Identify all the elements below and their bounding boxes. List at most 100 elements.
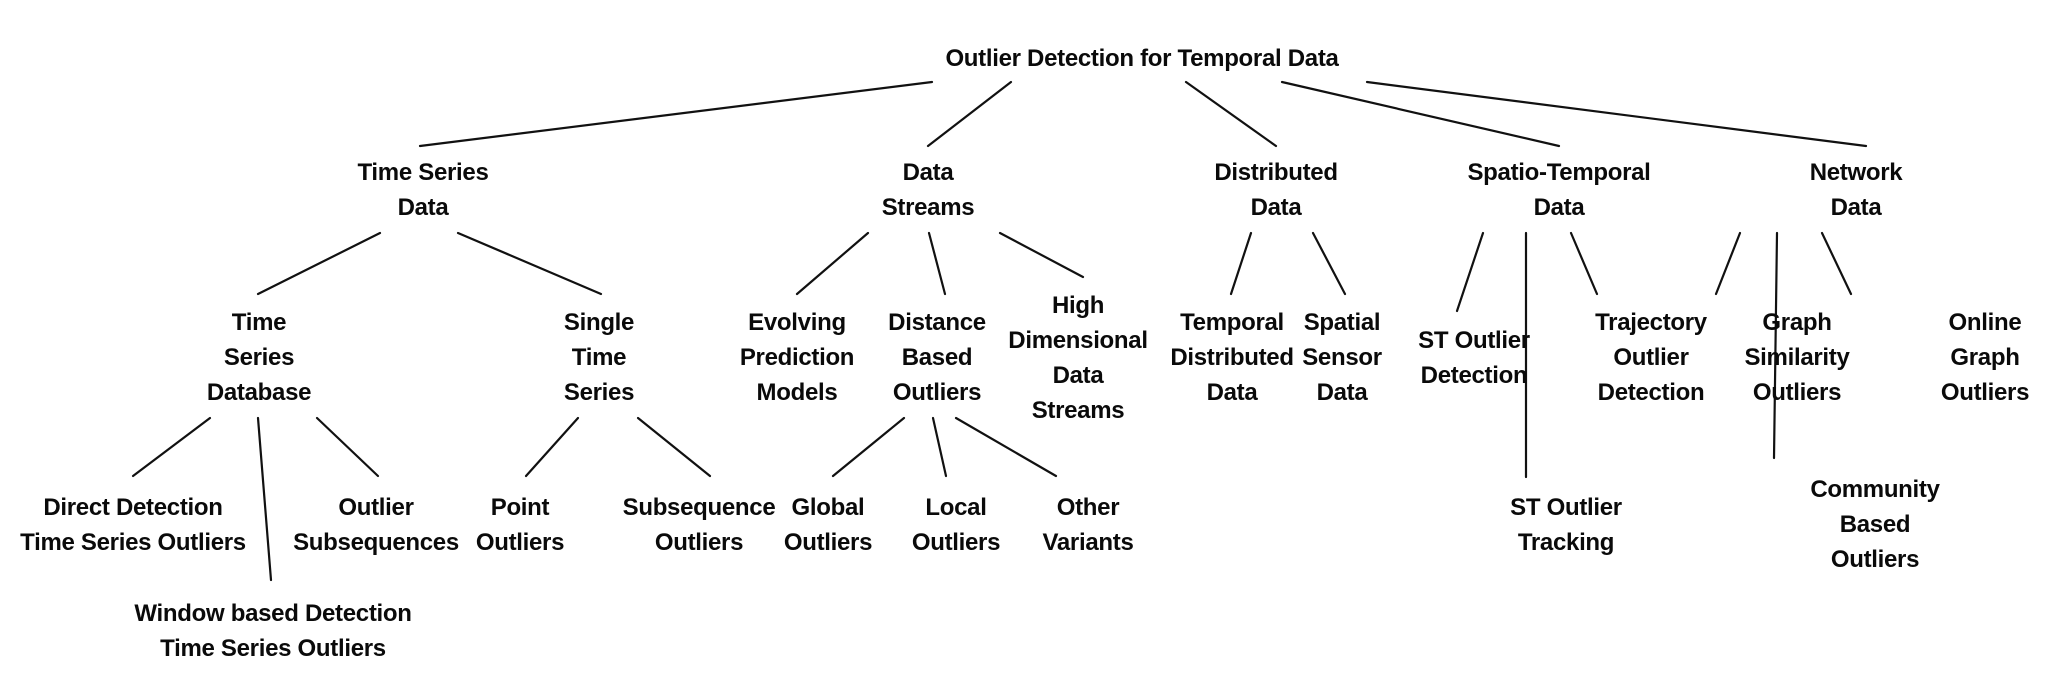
node-label-line: Data xyxy=(1316,379,1368,406)
node-label-line: Data xyxy=(1206,379,1258,406)
edge-distance-based-outliers-to-global-outliers xyxy=(831,416,906,478)
edge-data-streams-to-evolving-prediction-models xyxy=(795,231,870,296)
node-label-line: Global xyxy=(791,494,865,521)
node-label-line: Streams xyxy=(881,194,975,221)
edge-data-streams-to-high-dimensional-data-streams xyxy=(998,231,1085,279)
node-label-line: Data xyxy=(1830,194,1882,221)
node-label-line: Distance xyxy=(888,309,986,336)
edge-network-data-to-community-based-outliers xyxy=(1772,231,1779,460)
edge-network-data-to-online-graph-outliers xyxy=(1820,231,1853,296)
node-label-line: Data xyxy=(1052,362,1104,389)
node-label-line: Dimensional xyxy=(1008,327,1148,354)
node-label-line: Local xyxy=(925,494,987,521)
node-label-line: Data xyxy=(1250,194,1302,221)
node-label-line: Graph xyxy=(1762,309,1832,336)
node-label-line: Evolving xyxy=(748,309,846,336)
node-label-line: Based xyxy=(901,344,973,371)
node-label-line: Outlier xyxy=(338,494,414,521)
node-label-line: Outlier xyxy=(1613,344,1689,371)
node-label-line: Outliers xyxy=(911,529,1001,556)
node-label-line: Data xyxy=(397,194,449,221)
edge-root-to-network-data xyxy=(1365,80,1868,148)
edge-data-streams-to-distance-based-outliers xyxy=(927,231,947,296)
node-label-line: Subsequence xyxy=(622,494,776,521)
node-label-line: Sensor xyxy=(1302,344,1382,371)
edge-spatio-temporal-data-to-st-outlier-detection xyxy=(1455,231,1485,313)
edge-root-to-data-streams xyxy=(926,80,1013,148)
node-label-line: Other xyxy=(1056,494,1120,521)
edge-distributed-data-to-spatial-sensor-data xyxy=(1311,231,1347,296)
node-label-line: Outliers xyxy=(892,379,982,406)
node-label-line: Network xyxy=(1809,159,1903,186)
node-label-line: Spatial xyxy=(1303,309,1381,336)
edge-spatio-temporal-data-to-trajectory-outlier-detection xyxy=(1569,231,1599,296)
node-label-line: Outliers xyxy=(1752,379,1842,406)
edge-time-series-data-to-single-time-series xyxy=(456,231,603,296)
node-label-line: Spatio-Temporal xyxy=(1467,159,1651,186)
edge-distance-based-outliers-to-local-outliers xyxy=(931,416,948,478)
node-label-line: Similarity xyxy=(1744,344,1850,371)
node-label-line: Community xyxy=(1810,476,1940,503)
node-label-line: Time Series Outliers xyxy=(160,635,386,662)
node-label-line: Outliers xyxy=(1940,379,2030,406)
node-label-line: Distributed xyxy=(1170,344,1294,371)
node-label-line: ST Outlier xyxy=(1510,494,1622,521)
edge-distributed-data-to-temporal-distributed-data xyxy=(1229,231,1253,296)
node-root: Outlier Detection for Temporal Data xyxy=(945,41,1338,76)
node-label-line: ST Outlier xyxy=(1418,327,1530,354)
edge-time-series-database-to-direct-detection xyxy=(131,416,212,478)
edge-single-time-series-to-point-outliers xyxy=(524,416,580,478)
node-label-line: Single xyxy=(563,309,635,336)
node-label-line: Graph xyxy=(1950,344,2020,371)
node-label-line: Prediction xyxy=(739,344,855,371)
node-label-line: Online xyxy=(1948,309,2022,336)
edge-time-series-database-to-outlier-subsequences xyxy=(315,416,380,478)
node-label-line: Temporal xyxy=(1180,309,1284,336)
edge-root-to-time-series-data xyxy=(418,80,934,148)
node-label-line: Trajectory xyxy=(1595,309,1707,336)
node-label-line: Variants xyxy=(1042,529,1134,556)
node-label-line: Window based Detection xyxy=(134,600,412,627)
node-label-line: Direct Detection xyxy=(43,494,223,521)
edge-root-to-spatio-temporal-data xyxy=(1280,80,1561,148)
node-label-line: Data xyxy=(902,159,954,186)
edge-single-time-series-to-subsequence-outliers xyxy=(636,416,712,478)
node-label-line: Outliers xyxy=(783,529,873,556)
node-label-line: Tracking xyxy=(1517,529,1615,556)
node-label-line: Streams xyxy=(1031,397,1125,424)
node-label-line: Series xyxy=(563,379,635,406)
node-label-line: Outliers xyxy=(475,529,565,556)
node-label-line: Time Series xyxy=(357,159,489,186)
node-label-line: Models xyxy=(756,379,838,406)
node-label-line: Data xyxy=(1533,194,1585,221)
node-label-line: Detection xyxy=(1597,379,1705,406)
node-label-line: Point xyxy=(490,494,550,521)
edge-time-series-database-to-window-based-detection xyxy=(256,416,273,582)
node-label-line: Time Series Outliers xyxy=(20,529,246,556)
node-label-line: Time xyxy=(231,309,287,336)
